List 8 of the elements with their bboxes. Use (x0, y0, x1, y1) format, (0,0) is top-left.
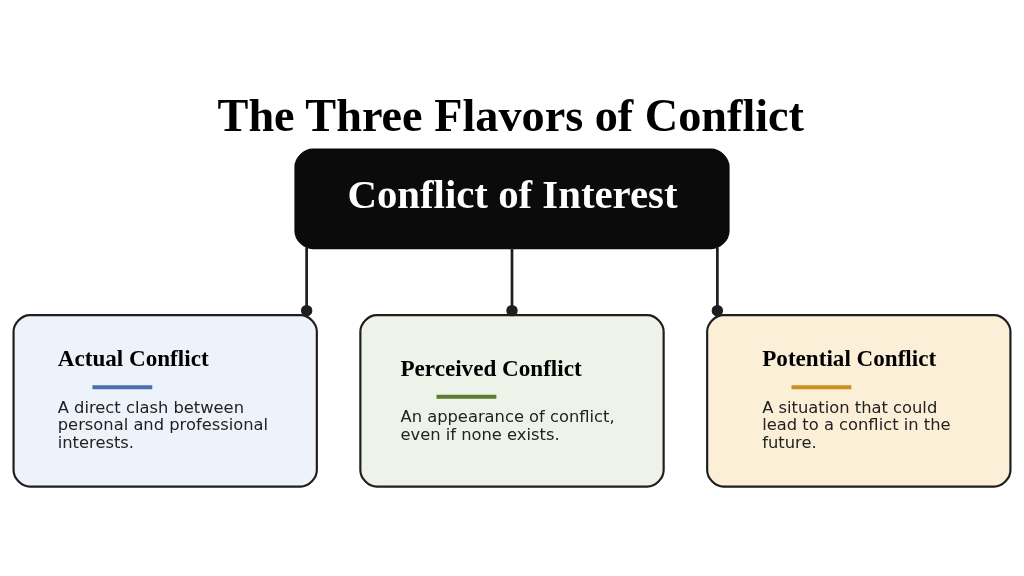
node-box: Actual Conflict A direct clash between personal and professional interests. (12, 314, 318, 488)
node-box: Perceived Conflict An appearance of conflict, even if none exists. (359, 314, 665, 488)
connector (711, 247, 724, 317)
node-box: Conflict of Interest (294, 148, 730, 250)
connector (300, 247, 313, 317)
node-box: Potential Conflict A situation that could lead to a conflict in the future. (706, 314, 1012, 488)
diagram-title: The Three Flavors of Conflict (217, 89, 805, 141)
connector (506, 247, 518, 317)
